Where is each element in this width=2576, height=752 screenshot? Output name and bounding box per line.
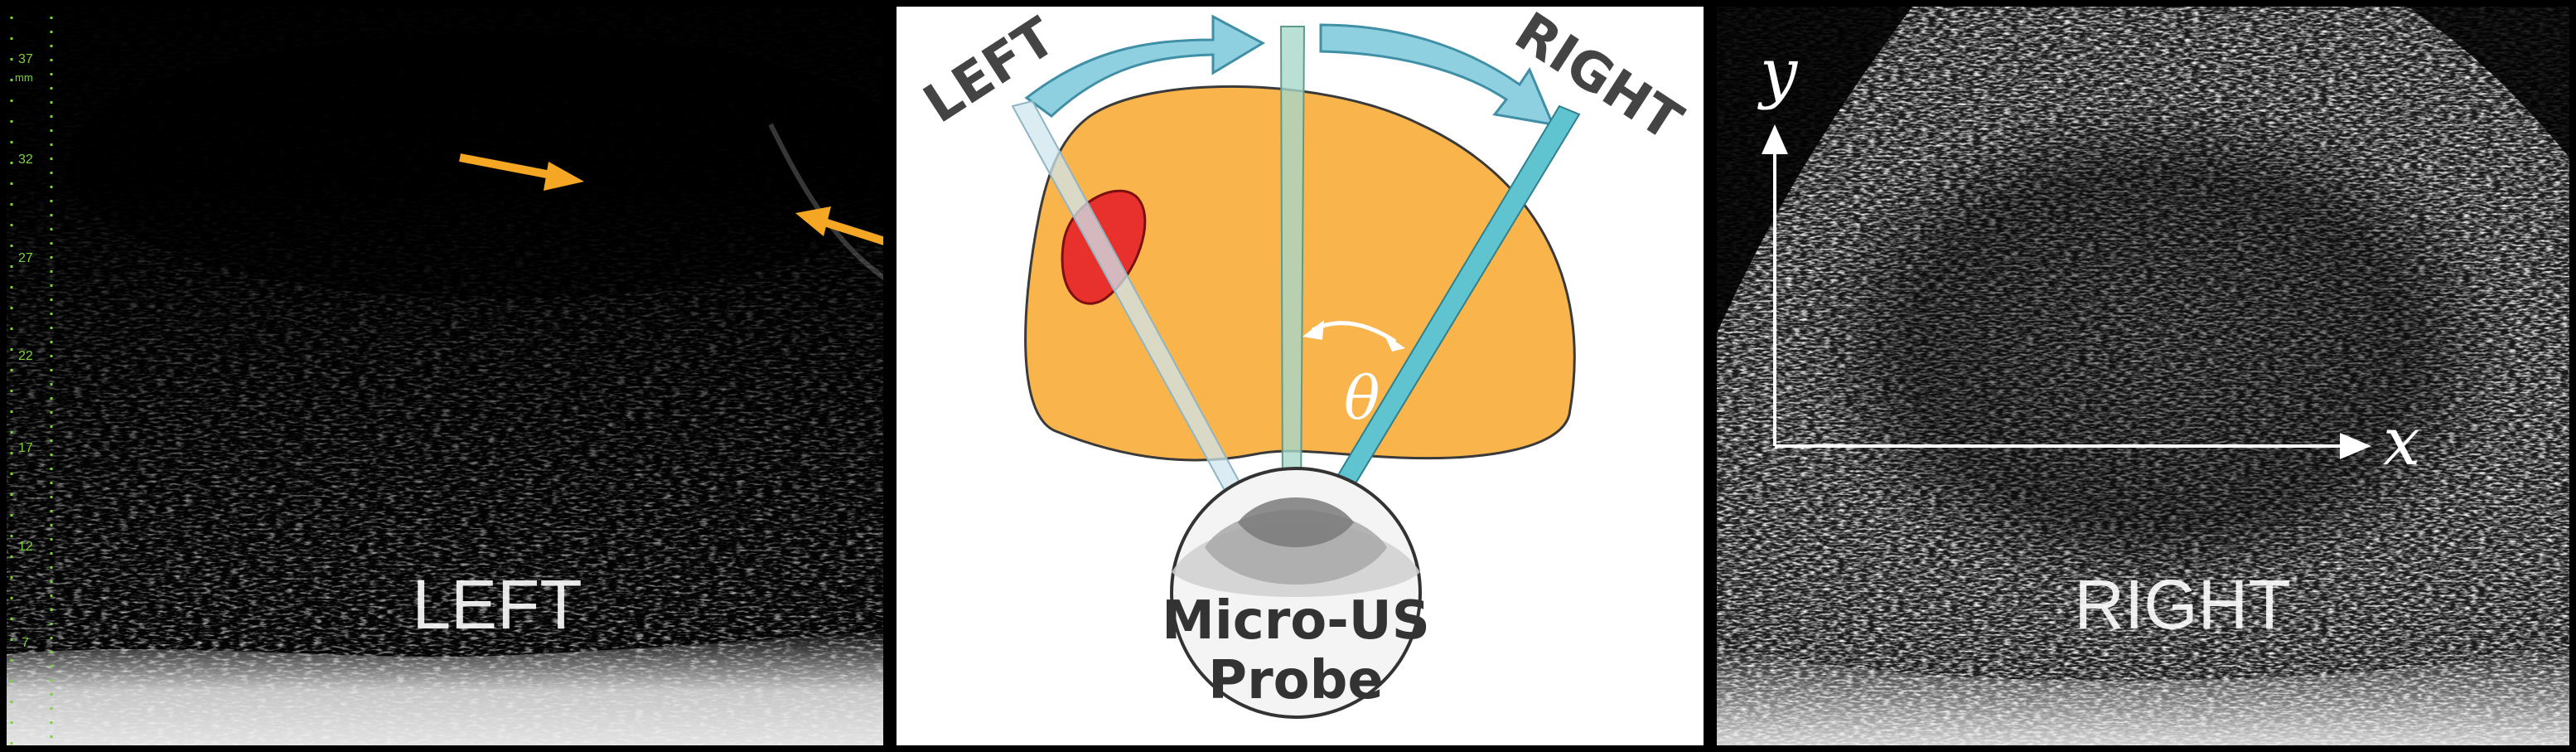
axis-y-label: y	[1757, 34, 1799, 111]
depth-scale: 37 mm 32 27 22 17 12 7	[10, 17, 53, 746]
right-ultrasound-image: y x RIGHT	[1710, 0, 2576, 752]
probe-diagram-svg: θ Micro-US Probe LEFT RIGHT	[913, 1, 1693, 719]
depth-tick-22: 22	[18, 349, 33, 363]
depth-tick-27: 27	[18, 251, 33, 265]
right-image-label: RIGHT	[2074, 565, 2290, 643]
left-ultrasound-image: 37 mm 32 27 22 17 12 7 LEFT	[0, 0, 890, 752]
depth-tick-12: 12	[18, 540, 33, 554]
probe-label-line1: Micro-US	[1162, 590, 1430, 652]
depth-tick-32: 32	[18, 153, 33, 167]
probe-diagram: θ Micro-US Probe LEFT RIGHT	[890, 0, 1710, 752]
depth-tick-7: 7	[22, 636, 29, 650]
probe-label-line2: Probe	[1208, 650, 1384, 711]
right-ultrasound-svg: y x RIGHT	[1710, 0, 2576, 752]
axis-x-label: x	[2383, 403, 2420, 480]
depth-tick-17: 17	[18, 441, 33, 455]
lesion-arrow-2	[795, 206, 890, 247]
imaging-plane-center	[1279, 26, 1306, 503]
angle-arc	[1302, 320, 1405, 352]
depth-tick-37: 37	[18, 52, 33, 66]
diagram-label-left: LEFT	[913, 7, 1066, 136]
lesion-arrow-1	[459, 153, 584, 191]
micro-us-probe: Micro-US Probe	[1162, 467, 1430, 719]
angle-theta-label: θ	[1344, 363, 1380, 433]
axis-arrows	[1762, 124, 2371, 459]
depth-unit: mm	[15, 71, 33, 84]
sweep-arrow-left	[1024, 14, 1266, 118]
left-image-label: LEFT	[412, 565, 582, 643]
left-ultrasound-svg: 37 mm 32 27 22 17 12 7 LEFT	[0, 0, 890, 752]
